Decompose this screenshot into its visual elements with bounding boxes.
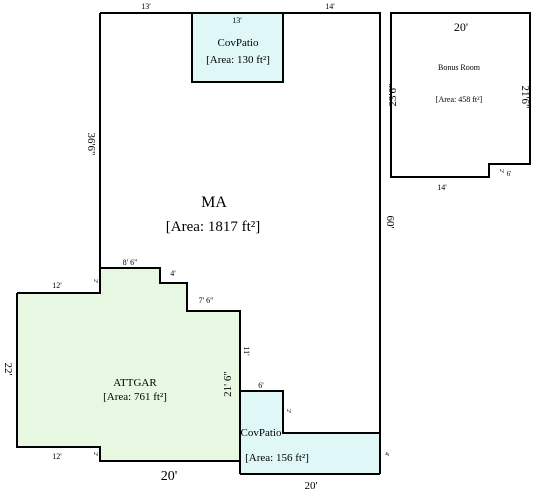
dim-bonus-top: 20' — [454, 20, 468, 34]
dim-main-right: 60' — [384, 216, 396, 229]
covpatio-bottom-name: CovPatio — [241, 427, 282, 439]
covpatio-top-name: CovPatio — [218, 37, 259, 49]
dim-garage-left: 22' — [2, 363, 14, 376]
covpatio-top-wall — [191, 13, 284, 83]
dim-garage-bottom-20: 20' — [161, 469, 178, 484]
dim-covpatio-top-width: 13' — [232, 16, 242, 25]
dim-patio-small-right: 2' — [285, 409, 291, 413]
dim-patio-width: 6' — [258, 381, 264, 390]
covpatio-bottom-fill — [240, 391, 380, 474]
dim-step-8-6: 8' 6" — [123, 258, 138, 267]
dim-step-7-6: 7' 6" — [199, 296, 214, 305]
main-area-name: MA — [201, 194, 227, 211]
dim-main-left: 36'6" — [85, 133, 97, 156]
covpatio-bottom-wall — [240, 390, 380, 434]
dim-bonus-left: 23'6" — [387, 84, 399, 107]
dim-main-top-left: 13' — [141, 2, 151, 11]
dim-garage-top: 12' — [52, 281, 62, 290]
dim-bottom-right-small: 4' — [383, 452, 389, 456]
bonus-room-wall — [390, 12, 531, 178]
dim-garage-small-top: 2' — [92, 279, 98, 283]
main-area-wall — [100, 12, 381, 474]
bonus-room-area: [Area: 458 ft²] — [436, 95, 483, 104]
dim-bonus-notch: 6' — [507, 170, 512, 178]
dim-right-11: 11' — [242, 346, 251, 356]
garage-wall — [17, 267, 241, 474]
dim-bonus-bottom: 14' — [437, 183, 447, 192]
dim-bonus-notch-side: 2' — [498, 169, 504, 173]
garage-name: ATTGAR — [113, 377, 157, 389]
covpatio-top-fill — [192, 13, 283, 82]
bonus-room-name: Bonus Room — [438, 63, 481, 72]
covpatio-top-area: [Area: 130 ft²] — [206, 54, 270, 66]
dim-garage-small-bottom: 2' — [92, 452, 98, 456]
main-area-area: [Area: 1817 ft²] — [166, 219, 260, 235]
dim-bonus-right: 21'6" — [519, 86, 531, 109]
dim-bottom-20: 20' — [305, 480, 318, 492]
garage-area: [Area: 761 ft²] — [103, 391, 167, 403]
dim-main-top-right: 14' — [325, 2, 335, 11]
dim-garage-bottom: 12' — [52, 452, 62, 461]
garage-fill — [17, 268, 240, 461]
covpatio-bottom-area: [Area: 156 ft²] — [245, 452, 309, 464]
dim-step-4: 4' — [170, 269, 176, 278]
garage-lower-wall — [16, 293, 240, 462]
dim-garage-right: 21' 6" — [222, 371, 234, 397]
